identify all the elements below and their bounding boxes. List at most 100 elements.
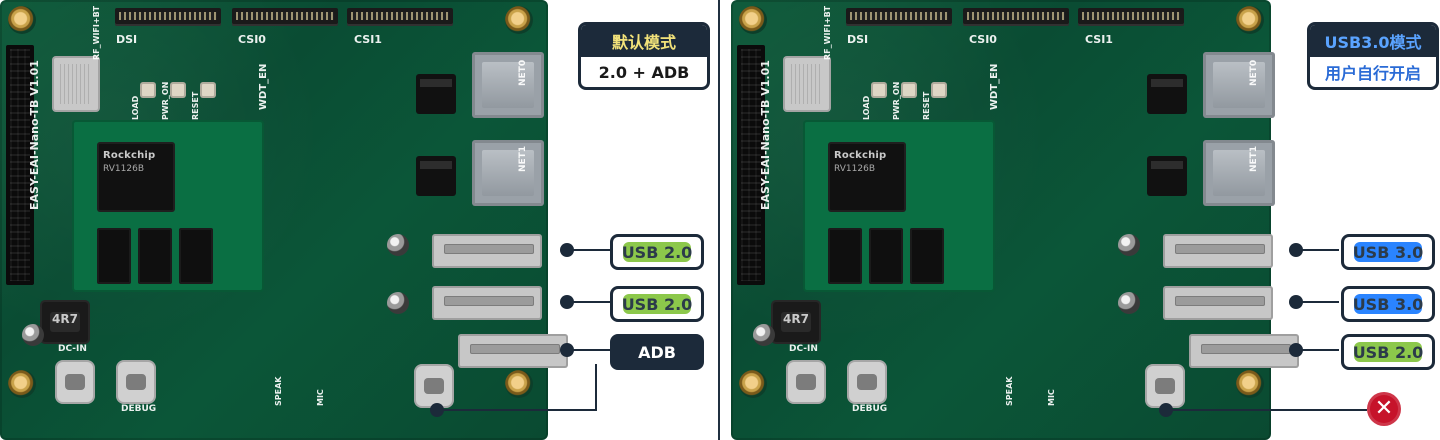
mic-silk: MIC [316,389,325,406]
chip-part: RV1126B [834,164,875,174]
electrolytic-capacitor-2 [387,234,409,256]
rockchip-soc: Rockchip RV1126B [97,142,175,212]
pointer-line-usb-middle [1296,301,1339,303]
mount-hole-top-right [505,6,533,34]
pointer-line-usb-lower [1296,349,1339,351]
magnetics-transformer-1 [1147,156,1187,196]
usb-label-text: USB 2.0 [1352,343,1424,362]
mount-hole-bottom-right [505,370,533,398]
load-silk: LOAD [862,95,871,120]
net0-silk: NET0 [1249,59,1259,86]
mount-hole-bottom-left [8,370,36,398]
pointer-line-usb-upper [567,249,610,251]
dsi-silk: DSI [847,33,869,46]
load-button[interactable] [140,82,156,98]
left-panel: Rockchip RV1126B EASY-EAI-Nano-TB V1.01 … [0,0,719,440]
chip-part: RV1126B [103,164,144,174]
usb-label-text: USB 2.0 [621,295,693,314]
board-title-silk: EASY-EAI-Nano-TB V1.01 [28,60,41,210]
dsi-silk: DSI [116,33,138,46]
dsi-connector [846,8,952,26]
board-title-silk: EASY-EAI-Nano-TB V1.01 [759,60,772,210]
right-panel: Rockchip RV1126B EASY-EAI-Nano-TB V1.01 … [721,0,1440,440]
pointer-line-usb-upper [1296,249,1339,251]
wdt-en-silk: WDT_EN [989,63,1000,110]
memory-chip-2 [869,228,903,284]
usb-label-lower: USB 2.0 [1341,334,1435,370]
dc-in-typec [55,360,95,404]
mount-hole-bottom-left [739,370,767,398]
csi1-silk: CSI1 [354,33,382,46]
mount-hole-top-left [8,6,36,34]
gpio-header [737,45,765,285]
usb-label-upper: USB 2.0 [610,234,704,270]
electrolytic-capacitor-1 [753,324,775,346]
magnetics-transformer-0 [416,74,456,114]
ethernet-port-net1 [472,140,544,206]
csi1-connector [347,8,453,26]
panel-divider [718,0,720,440]
pwr-on-silk: PWR_ON [892,81,901,120]
debug-typec [116,360,156,404]
mount-hole-bottom-right [1236,370,1264,398]
memory-chip-3 [910,228,944,284]
usb-label-text: USB 2.0 [621,243,693,262]
ethernet-port-net0 [1203,52,1275,118]
dc-in-silk: DC-IN [789,344,818,354]
som-module: Rockchip RV1126B [803,120,995,292]
load-button[interactable] [871,82,887,98]
usb-label-pill [623,242,691,262]
csi0-connector [963,8,1069,26]
rf-wifi-bt-silk: RF_WIFI+BT [823,5,832,60]
disabled-x-icon: ✕ [1367,392,1401,426]
ethernet-port-net1 [1203,140,1275,206]
power-on-button[interactable] [901,82,917,98]
chip-brand: Rockchip [834,150,887,161]
power-inductor [40,300,90,344]
net1-silk: NET1 [1249,145,1259,172]
reset-button[interactable] [931,82,947,98]
otg-typec [414,364,454,408]
usb-port-middle [1163,286,1273,320]
pointer-line-otg-horizontal [437,409,596,411]
pointer-line-otg-vertical [595,364,597,411]
otg-typec [1145,364,1185,408]
usb-label-text: USB 3.0 [1352,295,1424,314]
power-inductor [771,300,821,344]
mode-box-title: 默认模式 [581,25,707,57]
pwr-on-silk: PWR_ON [161,81,170,120]
pointer-line-otg [1166,409,1367,411]
usb-label-pill [623,294,691,314]
dc-in-typec [786,360,826,404]
mode-box-left: 默认模式 2.0 + ADB [578,22,710,90]
mode-box-title: USB3.0模式 [1310,25,1436,57]
wifi-bt-module [783,56,831,112]
pointer-line-usb-middle [567,301,610,303]
usb-label-middle: USB 2.0 [610,286,704,322]
csi0-silk: CSI0 [969,33,997,46]
pointer-line-usb-lower [567,349,610,351]
ethernet-port-net0 [472,52,544,118]
mode-box-subtitle: 用户自行开启 [1324,64,1421,83]
inductor-marking: 4R7 [783,312,809,326]
dsi-connector [115,8,221,26]
electrolytic-capacitor-2 [1118,234,1140,256]
mount-hole-top-left [739,6,767,34]
debug-silk: DEBUG [852,404,888,414]
speak-silk: SPEAK [274,376,283,406]
csi0-connector [232,8,338,26]
usb-port-upper [432,234,542,268]
rf-wifi-bt-silk: RF_WIFI+BT [92,5,101,60]
wifi-bt-module [52,56,100,112]
reset-button[interactable] [200,82,216,98]
net1-silk: NET1 [518,145,528,172]
memory-chip-1 [828,228,862,284]
usb-port-upper [1163,234,1273,268]
power-on-button[interactable] [170,82,186,98]
usb-port-middle [432,286,542,320]
csi1-connector [1078,8,1184,26]
magnetics-transformer-1 [416,156,456,196]
adb-label-text: ADB [638,343,676,362]
memory-chip-3 [179,228,213,284]
usb-port-lower [458,334,568,368]
